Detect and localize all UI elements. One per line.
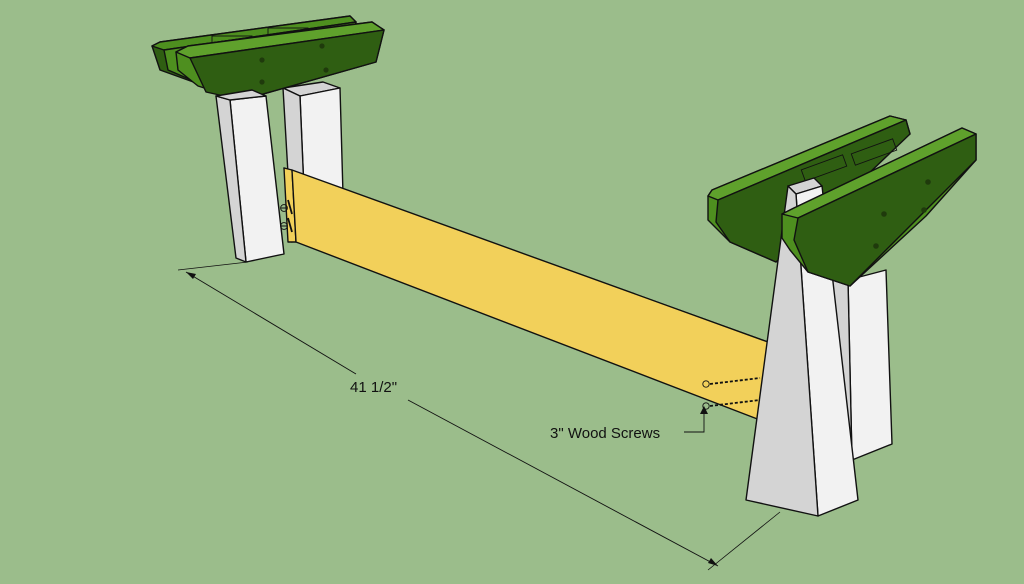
left-seat-support-front	[175, 21, 385, 101]
right-seat-support-front	[781, 127, 977, 287]
left-leg-front	[215, 89, 285, 263]
callout-label: 3" Wood Screws	[550, 425, 660, 442]
dimension-line	[177, 261, 781, 571]
callout-leader	[684, 406, 708, 433]
right-screws	[702, 377, 761, 410]
left-screws	[280, 199, 293, 233]
dimension-label: 41 1/2"	[350, 379, 397, 396]
